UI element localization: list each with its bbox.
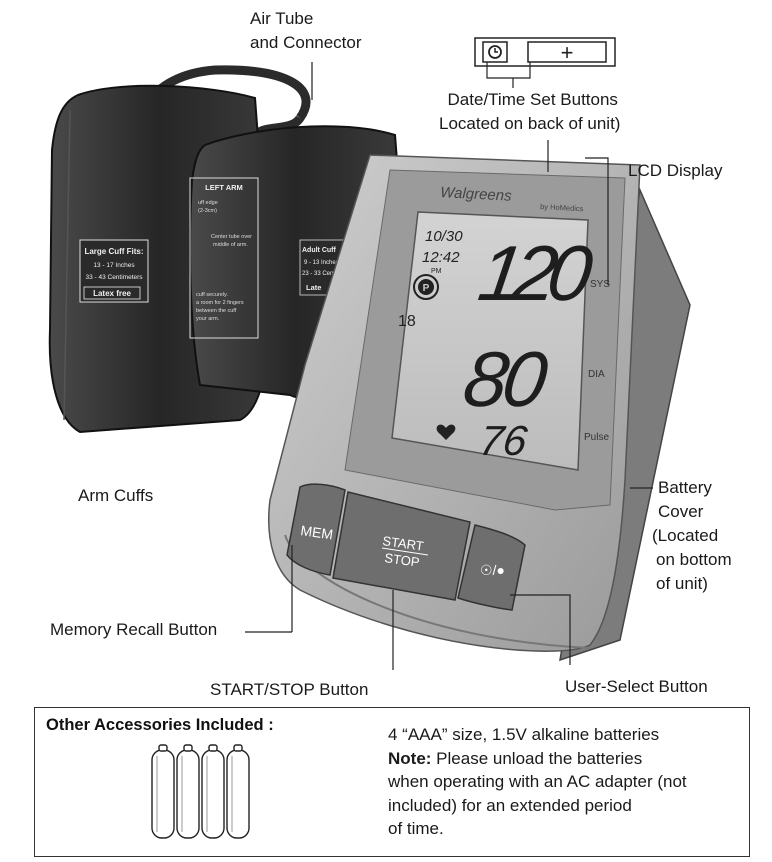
svg-text:(2-3cm): (2-3cm) bbox=[198, 208, 217, 214]
latex-free-label: Latex free bbox=[93, 289, 131, 298]
lcd-pm: PM bbox=[431, 268, 442, 275]
svg-text:LEFT ARM: LEFT ARM bbox=[205, 183, 243, 192]
start-stop-button[interactable]: START STOP bbox=[332, 491, 471, 601]
svg-text:cuff securely.: cuff securely. bbox=[196, 292, 228, 298]
memory-recall-label: Memory Recall Button bbox=[50, 620, 218, 639]
user-select-label: User-Select Button bbox=[565, 677, 708, 696]
lcd-systolic: 120 bbox=[473, 229, 597, 317]
lcd-time: 12:42 bbox=[422, 249, 460, 266]
lcd-pulse: 76 bbox=[477, 417, 531, 464]
user-select-button[interactable]: ☉/● bbox=[457, 524, 526, 611]
svg-text:Center tube over: Center tube over bbox=[211, 234, 252, 240]
lcd-diastolic: 80 bbox=[459, 335, 553, 423]
large-cuff-cm: 33 - 43 Centimeters bbox=[85, 274, 143, 281]
blood-pressure-monitor-illustration: Large Cuff Fits: 13 - 17 Inches 33 - 43 … bbox=[48, 37, 691, 670]
note-label: Note: bbox=[388, 748, 432, 768]
arm-cuffs-label: Arm Cuffs bbox=[78, 486, 154, 505]
start-stop-label: START/STOP Button bbox=[210, 680, 369, 699]
svg-text:23 - 33 Cent: 23 - 33 Cent bbox=[302, 271, 335, 277]
lcd-date: 10/30 bbox=[425, 228, 463, 245]
pulse-label: Pulse bbox=[584, 432, 609, 443]
dia-label: DIA bbox=[588, 369, 605, 380]
svg-text:START: START bbox=[382, 533, 425, 554]
user-p-icon bbox=[413, 274, 439, 300]
clock-icon bbox=[488, 45, 502, 59]
plus-icon: + bbox=[561, 40, 574, 65]
svg-text:a room for 2 fingers: a room for 2 fingers bbox=[196, 300, 244, 306]
heart-icon bbox=[436, 424, 456, 440]
accessories-description: 4 “AAA” size, 1.5V alkaline batteries No… bbox=[388, 725, 687, 838]
svg-text:9 - 13 Inches: 9 - 13 Inches bbox=[304, 260, 339, 266]
svg-text:between the cuff: between the cuff bbox=[196, 308, 237, 314]
user-select-icon: ☉/● bbox=[480, 562, 505, 578]
lcd-display-label: LCD Display bbox=[628, 161, 723, 180]
svg-text:Late: Late bbox=[306, 283, 321, 292]
accessories-title: Other Accessories Included : bbox=[46, 716, 274, 734]
sys-label: SYS bbox=[590, 279, 610, 290]
brand-by: by HoMedics bbox=[540, 202, 584, 213]
svg-text:Adult Cuff: Adult Cuff bbox=[302, 247, 336, 254]
svg-text:MEM: MEM bbox=[300, 522, 335, 542]
battery-cover-label: Battery Cover (Located on bottom of unit… bbox=[652, 478, 732, 593]
svg-text:middle of arm.: middle of arm. bbox=[213, 242, 248, 248]
svg-text:your arm.: your arm. bbox=[196, 316, 220, 322]
lcd-memory-count: 18 bbox=[398, 313, 416, 330]
leader-lines bbox=[245, 62, 653, 670]
svg-text:STOP: STOP bbox=[384, 550, 421, 570]
datetime-buttons-panel: + bbox=[474, 37, 616, 88]
large-cuff-inches: 13 - 17 Inches bbox=[93, 262, 135, 269]
lcd-display: 10/30 12:42 PM P 18 120 80 76 bbox=[391, 211, 598, 471]
accessories-box bbox=[34, 707, 750, 857]
svg-text:uff edge: uff edge bbox=[198, 200, 218, 206]
battery-icon bbox=[151, 744, 250, 839]
brand-logo: Walgreens bbox=[440, 184, 513, 205]
memory-recall-button[interactable]: MEM bbox=[286, 483, 346, 576]
svg-text:P: P bbox=[423, 283, 430, 294]
large-cuff-title: Large Cuff Fits: bbox=[84, 247, 143, 256]
